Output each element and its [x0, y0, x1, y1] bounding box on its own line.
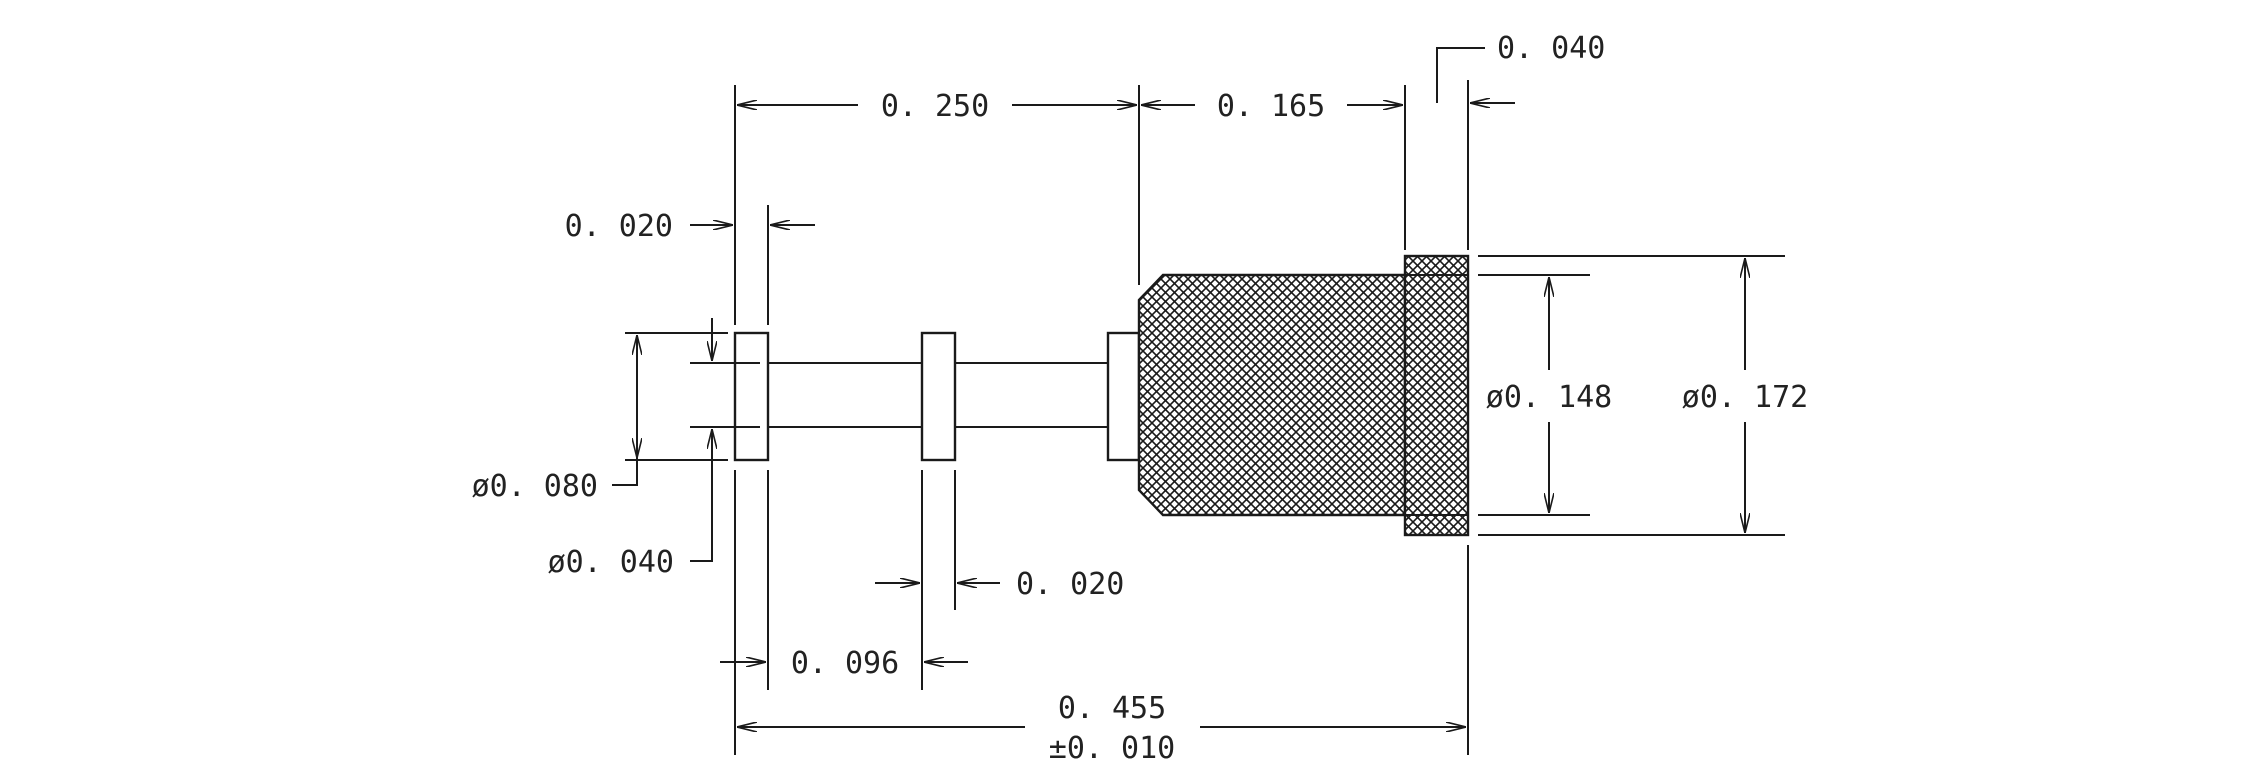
- dim-label-tolerance: ±0. 010: [1049, 731, 1175, 766]
- collar-middle: [920, 331, 957, 462]
- extension-lines: [625, 80, 1785, 755]
- knurled-body: [1137, 273, 1407, 517]
- dim-label-0455: 0. 455: [1058, 691, 1166, 726]
- dim-label-dia0040: ø0. 040: [548, 545, 674, 580]
- dim-label-dia0080: ø0. 080: [472, 469, 598, 504]
- leader-dia0040: [690, 472, 713, 562]
- dim-label-0096: 0. 096: [791, 646, 899, 681]
- dim-label-0250: 0. 250: [881, 89, 989, 124]
- leader-0040: [1436, 47, 1485, 103]
- dimension-lines: [612, 47, 1745, 727]
- collar-left: [733, 331, 770, 462]
- dim-label-dia0148: ø0. 148: [1486, 380, 1612, 415]
- dim-label-dia0172: ø0. 172: [1682, 380, 1808, 415]
- dim-label-0165: 0. 165: [1217, 89, 1325, 124]
- dim-label-0020-bottom: 0. 020: [1016, 567, 1124, 602]
- leader-dia0080: [612, 458, 638, 486]
- body-shoulder: [1106, 331, 1141, 462]
- dim-label-0040-top: 0. 040: [1497, 31, 1605, 66]
- knurled-head: [1403, 254, 1470, 537]
- part-outline: [733, 254, 1470, 537]
- dimension-labels: 0. 250 0. 165 0. 040 0. 020 ø0. 080 ø0. …: [472, 31, 1809, 766]
- dim-label-0020-top: 0. 020: [565, 209, 673, 244]
